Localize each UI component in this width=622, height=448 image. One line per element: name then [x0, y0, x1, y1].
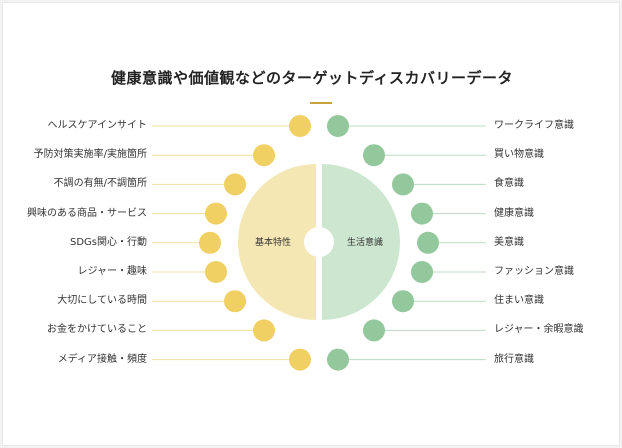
left-item-label: 興味のある商品・サービス: [27, 207, 147, 219]
right-marker-dot: [411, 261, 433, 283]
right-item-label: 住まい意識: [494, 295, 544, 307]
left-marker-dot: [205, 202, 227, 225]
left-marker-dot: [253, 144, 275, 167]
right-marker-dot: [363, 144, 385, 167]
left-item-label: 不調の有無/不調箇所: [53, 178, 147, 190]
right-marker-dot: [363, 319, 385, 342]
right-half-circle: [322, 164, 400, 320]
left-center-label: 基本特性: [255, 236, 291, 248]
title-underline: [310, 102, 332, 104]
right-item-label: 食意識: [494, 178, 524, 190]
right-marker-dot: [417, 231, 439, 254]
left-marker-dot: [205, 261, 227, 283]
left-item-label: ヘルスケアインサイト: [47, 120, 148, 131]
marker-dots: [199, 115, 439, 371]
left-item-label: メディア接触・頻度: [57, 353, 147, 365]
right-marker-dot: [327, 348, 349, 371]
right-item-label: レジャー・余暇意識: [494, 324, 584, 336]
right-marker-dot: [392, 173, 414, 196]
right-marker-dot: [327, 115, 349, 137]
right-item-label: ワークライフ意識: [494, 120, 574, 131]
right-item-label: 旅行意識: [494, 353, 534, 365]
right-marker-dot: [392, 290, 414, 313]
left-marker-dot: [224, 173, 246, 196]
left-marker-dot: [289, 115, 311, 137]
left-item-label: 予防対策実施率/実施箇所: [33, 149, 147, 161]
left-marker-dot: [253, 319, 275, 342]
left-marker-dot: [289, 348, 311, 371]
right-marker-dot: [411, 202, 433, 225]
left-item-label: お金をかけていること: [47, 324, 147, 336]
right-item-label: 買い物意識: [494, 149, 544, 161]
right-item-label: 健康意識: [494, 207, 534, 219]
right-item-label: 美意識: [494, 236, 524, 248]
left-item-label: 大切にしている時間: [57, 295, 147, 307]
center-hole: [304, 227, 334, 257]
left-marker-dot: [199, 231, 221, 254]
left-half-circle: [238, 164, 316, 320]
page-title: 健康意識や価値観などのターゲットディスカバリーデータ: [111, 69, 513, 87]
left-item-label: SDGs関心・行動: [69, 236, 147, 248]
left-item-label: レジャー・趣味: [77, 266, 148, 277]
right-item-label: ファッション意識: [494, 266, 574, 277]
right-center-label: 生活意識: [347, 236, 383, 248]
left-marker-dot: [224, 290, 246, 313]
